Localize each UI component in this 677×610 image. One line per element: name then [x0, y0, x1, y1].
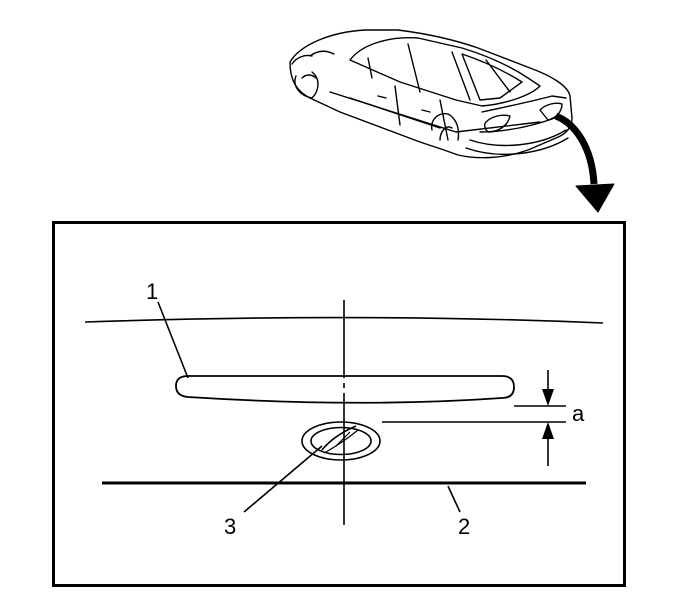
dimension-arrow-up-icon [542, 422, 554, 439]
detail-frame [52, 221, 626, 587]
callout-label-a: a [572, 401, 585, 426]
oval-emblem [301, 421, 381, 461]
leader-lines [157, 301, 461, 513]
curved-arrow-icon [554, 112, 615, 213]
dimension-arrow-down-icon [542, 389, 554, 406]
callout-label-2: 2 [458, 514, 470, 539]
sedan-rear-view-icon [289, 29, 573, 159]
upper-body-contour [84, 316, 604, 324]
callout-label-1: 1 [146, 279, 158, 304]
callout-label-3: 3 [224, 514, 236, 539]
spacing-dimension [382, 370, 566, 466]
emblem-strip [175, 375, 515, 404]
